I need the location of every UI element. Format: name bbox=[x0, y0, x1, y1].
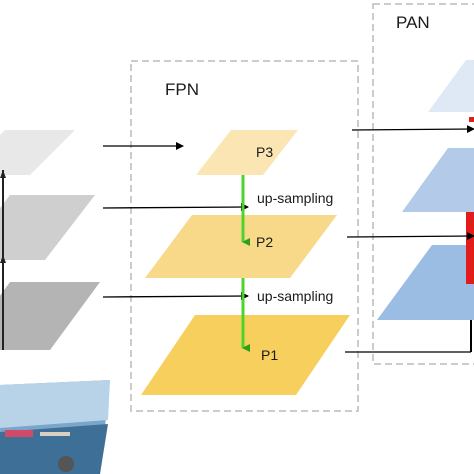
backbone-level-bottom bbox=[0, 282, 100, 350]
pan-level-light bbox=[402, 148, 474, 212]
input-image-thumbnail bbox=[0, 380, 110, 474]
backbone-level-middle bbox=[0, 195, 95, 260]
pan-group-title: PAN bbox=[396, 13, 430, 32]
level-p3-plane bbox=[196, 130, 298, 175]
backbone-up-arrowhead-1 bbox=[0, 170, 6, 178]
pan-level-mid bbox=[377, 245, 474, 320]
level-p1-plane bbox=[141, 315, 350, 395]
fpn-to-pan-arrow-top bbox=[351, 125, 474, 134]
fpn-group-border bbox=[130, 60, 359, 412]
lateral-arrow-to-p2 bbox=[102, 203, 249, 212]
upsampling-label-1: up-sampling bbox=[257, 190, 333, 206]
level-p2-label: P2 bbox=[256, 234, 273, 250]
backbone-level-top bbox=[0, 130, 75, 175]
lateral-arrow-to-p1 bbox=[102, 292, 249, 301]
pan-red-arrow-upper bbox=[469, 117, 474, 122]
pan-red-arrow-lower bbox=[466, 212, 474, 284]
level-p2-plane bbox=[145, 215, 337, 278]
backbone-up-arrowhead-2 bbox=[0, 255, 6, 263]
pan-group-border bbox=[372, 3, 474, 365]
level-p1-label: P1 bbox=[261, 347, 278, 363]
level-p3-label: P3 bbox=[256, 144, 273, 160]
fpn-group-title: FPN bbox=[165, 80, 199, 99]
fpn-to-pan-arrow-middle bbox=[346, 232, 474, 241]
upsampling-label-2: up-sampling bbox=[257, 288, 333, 304]
pan-level-faint bbox=[428, 60, 474, 112]
